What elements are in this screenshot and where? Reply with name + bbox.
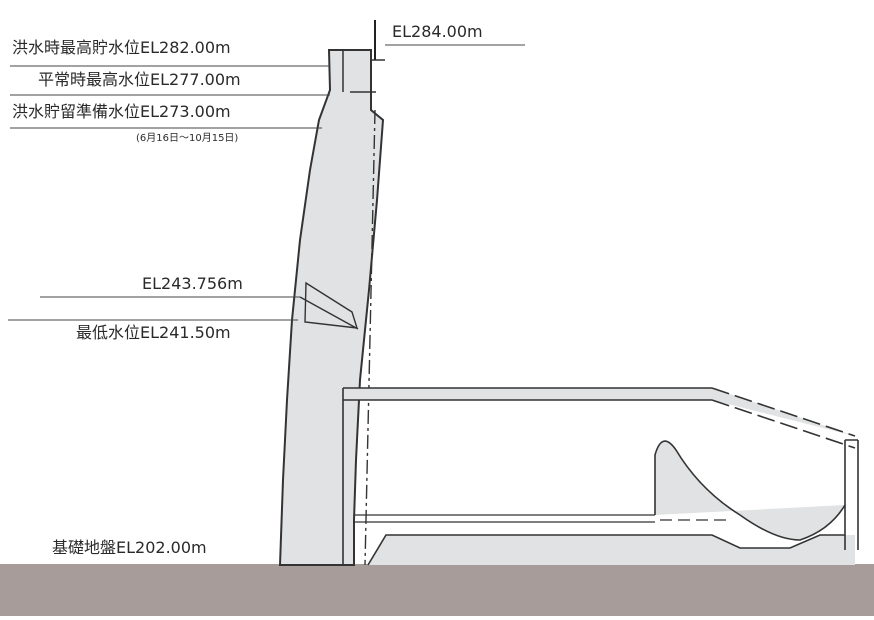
label-normal-max-level: 平常時最高水位EL277.00m (38, 70, 241, 89)
end-wall (844, 439, 859, 550)
spillway-slope (711, 387, 856, 449)
reference-dash-line (364, 109, 376, 566)
dam-crest-detail (342, 50, 385, 93)
label-dam-crest: EL284.00m (392, 22, 483, 41)
spillway-body (343, 388, 855, 565)
label-flood-standby-level: 洪水貯留準備水位EL273.00m (12, 102, 231, 121)
spillway-lower (367, 534, 845, 566)
label-foundation-level: 基礎地盤EL202.00m (52, 538, 207, 557)
intake-structure (299, 281, 359, 330)
conduit-lines (355, 514, 655, 523)
label-min-water-level: 最低水位EL241.50m (76, 323, 231, 342)
label-intake-level: EL243.756m (142, 274, 243, 293)
spillway-outline (342, 387, 712, 565)
label-flood-standby-period: (6月16日〜10月15日) (136, 133, 239, 144)
foundation-ground (0, 564, 874, 616)
gate-curve (654, 440, 846, 541)
label-flood-max-level: 洪水時最高貯水位EL282.00m (12, 38, 231, 57)
